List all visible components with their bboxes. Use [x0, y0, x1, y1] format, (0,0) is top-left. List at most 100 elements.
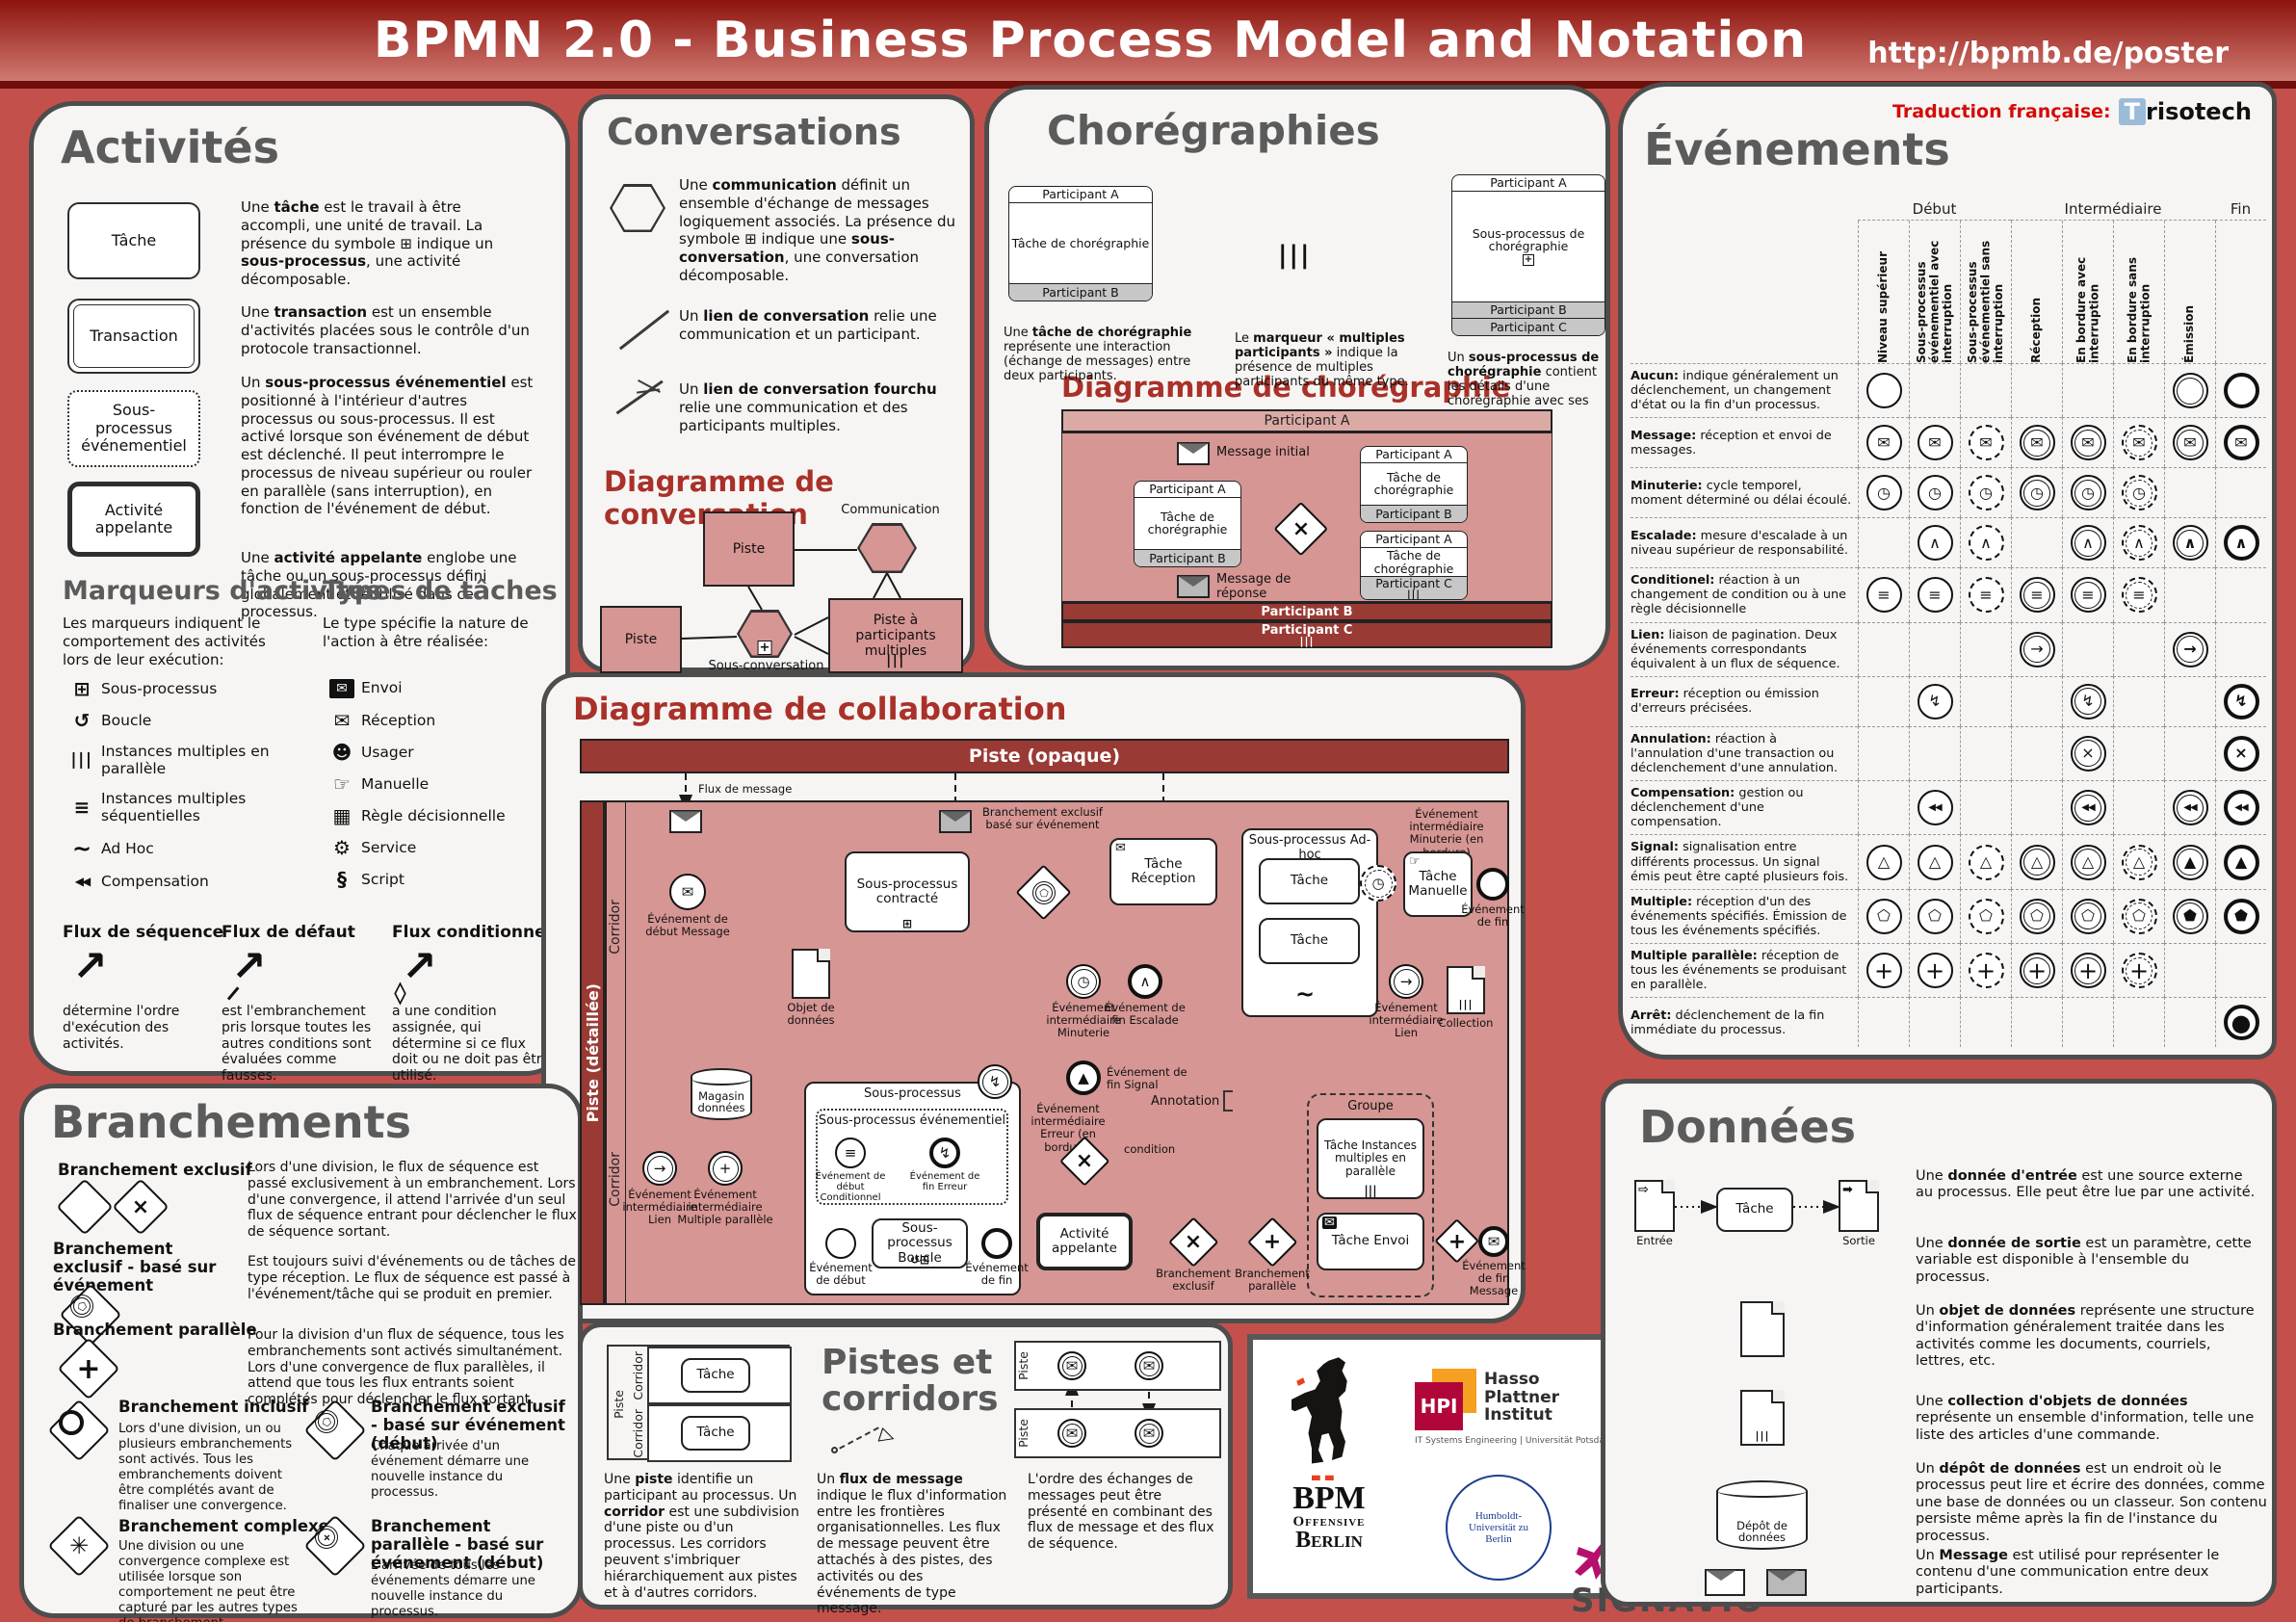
vlabel: Corridor — [605, 1053, 626, 1305]
rect — [1014, 1341, 1221, 1391]
start-conditional-event-label: Événement de début Conditionnel — [815, 1171, 886, 1204]
minuterie-event-icon: ◷ — [2121, 475, 2157, 511]
lien-event-icon: → — [2019, 631, 2055, 667]
message-event-icon: ✉ — [1968, 425, 2004, 461]
conditionel-event-icon: ≡ — [1866, 577, 1902, 614]
poster-url: http://bpmb.de/poster — [1867, 37, 2229, 70]
forked-link-desc: Un lien de conversation fourchu relie un… — [679, 380, 937, 434]
group: Groupe — [1307, 1093, 1434, 1297]
list-item-instances-multiples-s-quentielles: ≡Instances multiples séquentielles — [63, 790, 313, 824]
arrêt-event-icon: ● — [2223, 1005, 2259, 1041]
end-event-label: Événement de fin — [965, 1261, 1029, 1287]
compensation-event-icon: ◀◀ — [1917, 790, 1953, 826]
annulation-event-icon: × — [2070, 735, 2106, 772]
end-message-event: ✉ — [1478, 1226, 1509, 1257]
multiple-event-icon: ⬟ — [2223, 898, 2259, 934]
end-signal-event: ▲ — [1066, 1060, 1101, 1095]
list-item-sous-processus: ⊞Sous-processus — [63, 679, 313, 698]
start-event — [825, 1228, 856, 1259]
donnees-p4: Une collection d'objets de données repré… — [1916, 1394, 2255, 1443]
b1-desc: Lors d'une division, le flux de séquence… — [248, 1160, 577, 1241]
event-row-6: Erreur: réception ou émission d'erreurs … — [1631, 675, 1858, 726]
minuterie-event-icon: ◷ — [1968, 475, 2004, 511]
event-row-5: Lien: liaison de pagination. Deux événem… — [1631, 621, 1858, 676]
b4-name: Branchement inclusif — [118, 1398, 309, 1416]
task: Tâche Manuelle☞ — [1403, 851, 1473, 917]
collaboration-diagram: Piste (opaque) Piste (détaillée)Corridor C… — [546, 677, 1526, 1319]
doc-label: Collection — [1438, 1016, 1494, 1030]
col-2: Sous-processus événementiel sans interru… — [1960, 221, 2011, 363]
panel-collaboration: Diagramme de collaboration Piste (opaque… — [541, 672, 1526, 1323]
erreur-event-icon: ↯ — [2070, 683, 2106, 719]
text: Événement de fin Signal — [1107, 1065, 1187, 1092]
header-bar: BPMN 2.0 - Business Process Model and No… — [0, 0, 2296, 89]
sequence-flow-icon: ↗ — [72, 942, 108, 991]
conditionel-event-icon: ≡ — [2019, 577, 2055, 614]
data-output: ➡ — [1839, 1180, 1879, 1232]
exclusive-gateway-label: Branchement exclusif — [1156, 1267, 1231, 1293]
minuterie-event-icon: ◷ — [1917, 475, 1953, 511]
pool-detaillee-header: Piste (détaillée) — [580, 800, 605, 1305]
group-debut: Début — [1858, 200, 2011, 221]
cyl: Magasin données — [691, 1068, 752, 1120]
event-row-2: Minuterie: cycle temporel, moment déterm… — [1631, 467, 1858, 517]
evt: ✉ — [1057, 1419, 1086, 1448]
end-error-event: ↯ — [929, 1138, 960, 1168]
b5-desc: Chaque arrivée d'un événement démarre un… — [371, 1439, 530, 1501]
inclusive-gateway-icon — [47, 1399, 111, 1462]
boundary-timer-event: ◷ — [1360, 865, 1396, 902]
parallel-gateway: + — [1434, 1218, 1480, 1265]
col-5: En bordure sans interruption — [2113, 221, 2164, 363]
text: Une tâche de chorégraphie représente une… — [1004, 326, 1192, 383]
signal-event-icon: ▲ — [2223, 844, 2259, 880]
message-white — [1705, 1569, 1745, 1596]
evt: ✉ — [1135, 1419, 1163, 1448]
text: ||| — [1278, 241, 1312, 270]
event-row-12: Arrêt: déclenchement de la fin immédiate… — [1631, 997, 1858, 1047]
message-gray — [1766, 1569, 1807, 1596]
pool-opaque: Piste (opaque) — [580, 739, 1509, 773]
task: Tâche — [681, 1358, 750, 1393]
message-event-icon: ✉ — [2172, 425, 2208, 461]
panel-conversations: Conversations Une communication définit … — [578, 94, 975, 673]
end-error-event-label: Événement de fin Erreur — [909, 1171, 980, 1193]
doc-label: Objet de données — [787, 1001, 835, 1027]
boundary-error-event: ↯ — [978, 1064, 1012, 1099]
panel-activites: Activités Tâche Une tâche est le travail… — [29, 101, 570, 1084]
escalade-event-icon: ∧ — [2121, 525, 2157, 562]
start-event-label: Événement de début — [809, 1261, 873, 1287]
donnees-p3: Un objet de données représente une struc… — [1916, 1303, 2255, 1370]
annulation-event-icon: × — [2223, 735, 2259, 772]
message-event-icon: ✉ — [2223, 425, 2259, 461]
escalade-event-icon: ∧ — [2172, 525, 2208, 562]
start-message-event: ✉ — [669, 874, 706, 910]
text: Événement intermédiaire Minuterie (en bo… — [1409, 807, 1484, 858]
text: Le marqueur « multiples participants » i… — [1235, 331, 1409, 389]
conversation-link-icon — [618, 309, 670, 351]
pistes-right-diagram: Piste✉✉Piste✉✉ — [1014, 1341, 1221, 1464]
list-item-script: §Script — [323, 870, 554, 889]
multiple-event-icon: ⬠ — [2019, 898, 2055, 934]
panel-choregraphies: Chorégraphies Diagramme de chorégraphie … — [984, 85, 1610, 670]
choreographie-diagram-title: Diagramme de chorégraphie — [1061, 371, 1511, 404]
intermediate-link-event-label: Événement intermédiaire Lien — [1369, 1001, 1444, 1039]
intermediate-link-event: → — [642, 1151, 677, 1186]
types-list: ✉Envoi✉Réception☻Usager☞Manuelle▦Règle d… — [323, 676, 554, 902]
intermediate-link-event-label: Événement intermédiaire Lien — [622, 1188, 697, 1226]
ann: Annotation — [1151, 1089, 1238, 1112]
data-store: Dépôt de données — [1716, 1480, 1808, 1550]
box: Piste — [703, 511, 795, 587]
start-conditional-event: ≡ — [835, 1138, 866, 1168]
pistes-text-3: L'ordre des échanges de messages peut êt… — [1028, 1472, 1214, 1553]
text: Message de réponse — [1216, 572, 1292, 601]
erreur-event-icon: ↯ — [2223, 683, 2259, 719]
b6-name: Branchement complexe — [118, 1517, 329, 1535]
task: Tâche Réception✉ — [1109, 838, 1217, 905]
escalade-event-icon: ∧ — [1968, 525, 2004, 562]
